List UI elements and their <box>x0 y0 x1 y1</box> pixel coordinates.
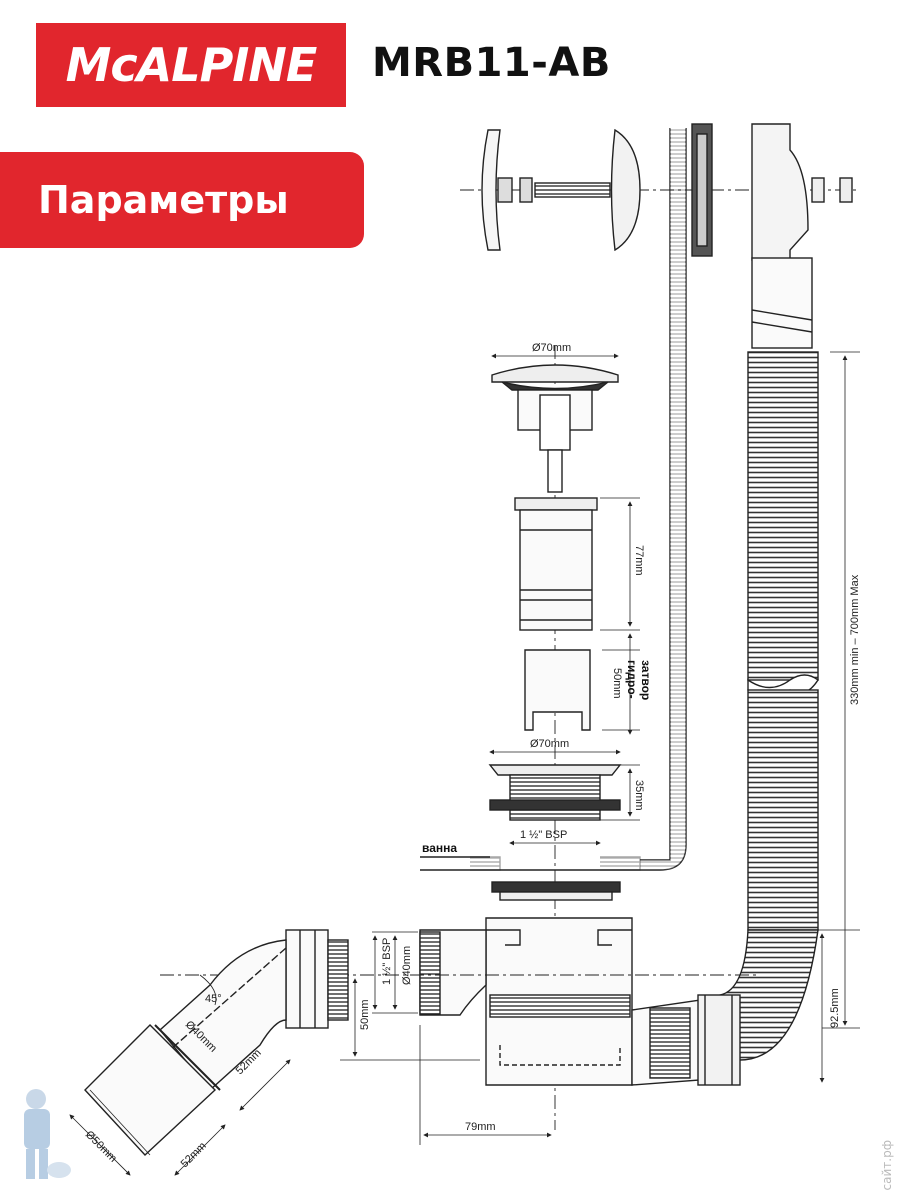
outlet-diameter-label: Ø40mm <box>401 946 413 985</box>
elbow-nut <box>285 929 329 1029</box>
corrugated-hose <box>747 351 819 681</box>
overflow-nut <box>497 177 513 203</box>
section-banner: Параметры <box>0 152 364 248</box>
trap-width-label: 79mm <box>465 1121 496 1133</box>
flange-diameter-label: Ø70mm <box>530 738 569 750</box>
water-seal-sleeve <box>524 649 591 731</box>
brand-logo: McALPINE <box>36 23 346 107</box>
outlet-thread-label: 1 ½" BSP <box>381 938 393 985</box>
watermark: сайт.рф <box>880 1139 894 1190</box>
flange-thread <box>509 774 601 821</box>
pipe-diameter-label: Ø50mm <box>83 1129 119 1165</box>
plumber-mascot-icon <box>24 1089 71 1179</box>
water-seal-label: 50mm <box>611 668 623 699</box>
outlet-drop-label: 50mm <box>359 999 371 1030</box>
water-seal-text-2: затвор <box>639 660 653 700</box>
overflow-tube <box>751 257 813 349</box>
drain-flange <box>488 764 622 776</box>
overflow-flange <box>610 128 641 252</box>
overflow-body <box>751 123 809 261</box>
cap-diameter-label: Ø70mm <box>532 342 571 354</box>
hose-length-label: 330mm min – 700mm Max <box>849 574 861 705</box>
model-number: MRB11-AB <box>372 40 611 86</box>
overflow-screw <box>534 182 611 198</box>
angle-label: 45° <box>205 993 222 1005</box>
section-label: Параметры <box>38 178 289 222</box>
flange-height-label: 35mm <box>633 780 645 811</box>
elbow-length-2-label: 52mm <box>179 1140 209 1170</box>
outlet-height-label: 92.5mm <box>829 988 841 1028</box>
flange-thread-label: 1 ½" BSP <box>520 829 567 841</box>
overflow-cover <box>481 129 501 251</box>
bath-label: ванна <box>422 841 457 855</box>
drain-cap <box>491 364 619 383</box>
logo-text: McALPINE <box>65 38 318 92</box>
drain-body-top <box>514 497 598 511</box>
bath-gasket <box>491 881 621 893</box>
body-height-label: 77mm <box>633 545 645 576</box>
water-seal-text-1: гидро- <box>625 660 639 699</box>
drain-body <box>519 509 593 631</box>
